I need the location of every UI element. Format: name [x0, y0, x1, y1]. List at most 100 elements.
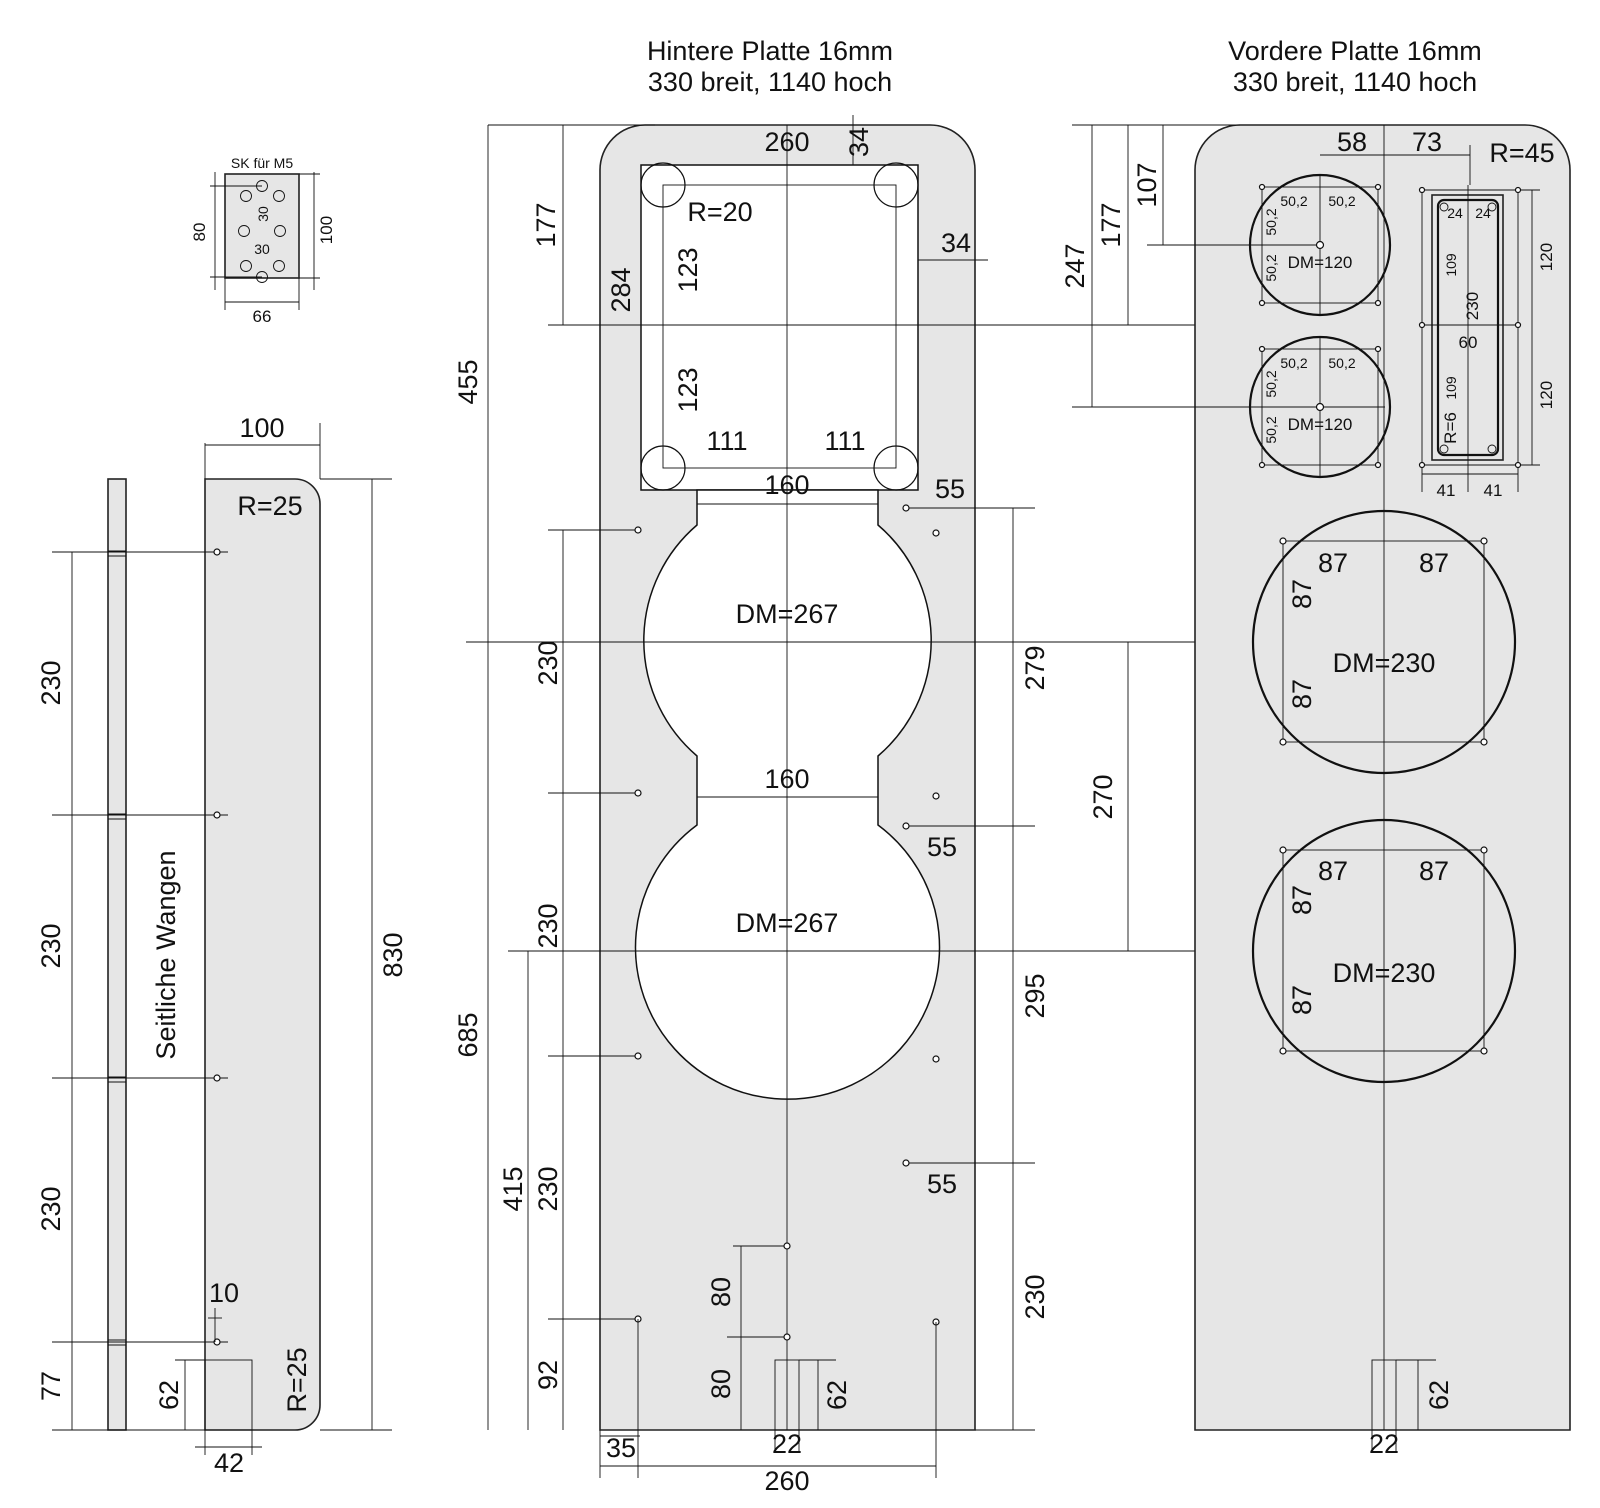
back-dim-55a: 55 [935, 474, 965, 504]
back-screw-hole [783, 1333, 791, 1341]
sk-plate [224, 173, 300, 279]
front-woofer2-87d: 87 [1287, 985, 1317, 1015]
back-dim-34-right: 34 [941, 228, 971, 258]
front-dim-247: 247 [1060, 243, 1090, 288]
side-radius-top: R=25 [237, 491, 302, 521]
front-plate-outline [1194, 124, 1571, 1431]
back-dim-284: 284 [606, 267, 636, 312]
front-radius-45: R=45 [1489, 138, 1554, 168]
back-dim-415: 415 [498, 1166, 528, 1211]
front-tw2-50c: 50,2 [1263, 370, 1279, 397]
back-terminal-cutout [640, 164, 919, 491]
front-woofer2-87c: 87 [1287, 885, 1317, 915]
front-slot-r6: R=6 [1441, 412, 1460, 444]
sk-hole [240, 190, 252, 202]
sk-dim-100: 100 [317, 216, 336, 244]
side-screw-hole [213, 1074, 221, 1082]
front-dim-107: 107 [1132, 162, 1162, 207]
front-slot-41b: 41 [1484, 481, 1503, 500]
front-foot-cutout [1371, 1359, 1397, 1431]
front-dim-58: 58 [1337, 127, 1367, 157]
front-woofer-hole-2 [1251, 818, 1517, 1084]
front-woofer2-87b: 87 [1419, 856, 1449, 886]
back-dim-92: 92 [533, 1360, 563, 1390]
front-tw1-50c: 50,2 [1263, 208, 1279, 235]
front-slot-24a: 24 [1447, 205, 1463, 221]
back-dim-230c: 230 [533, 1166, 563, 1211]
side-dim-42: 42 [214, 1448, 244, 1478]
back-port-dm-2: DM=267 [736, 908, 839, 938]
front-woofer1-87b: 87 [1419, 548, 1449, 578]
front-dim-62: 62 [1424, 1380, 1454, 1410]
back-plate-drawing: 260 34 34 R=20 123 123 111 111 160 160 D… [453, 115, 1540, 1496]
side-panel-drawing: 100 R=25 830 230 230 230 77 Seitliche Wa… [36, 413, 408, 1478]
front-tw2-50a: 50,2 [1280, 355, 1307, 371]
back-dim-295: 295 [1020, 973, 1050, 1018]
front-slot-120a: 120 [1537, 243, 1556, 271]
side-foot-cutout [204, 1359, 253, 1431]
back-dim-160b: 160 [764, 764, 809, 794]
sk-hole [273, 190, 285, 202]
back-dim-160a: 160 [764, 470, 809, 500]
back-dim-260-top: 260 [764, 127, 809, 157]
front-slot-41a: 41 [1437, 481, 1456, 500]
back-dim-35: 35 [606, 1433, 636, 1463]
front-slot-109a: 109 [1443, 253, 1459, 277]
side-dim-10: 10 [209, 1278, 239, 1308]
front-woofer2-87a: 87 [1318, 856, 1348, 886]
back-dim-55c: 55 [927, 1169, 957, 1199]
back-dim-230b: 230 [533, 903, 563, 948]
front-plate-title: Vordere Platte 16mm 330 breit, 1140 hoch [1145, 36, 1565, 98]
front-slot-230: 230 [1463, 292, 1482, 320]
back-screw-hole [902, 1159, 910, 1167]
back-dim-111b: 111 [824, 426, 865, 456]
back-dim-62: 62 [822, 1380, 852, 1410]
front-woofer-dm-2: DM=230 [1333, 958, 1436, 988]
back-dim-260-bottom: 260 [764, 1466, 809, 1496]
back-dim-123b: 123 [673, 367, 703, 412]
front-dim-73: 73 [1412, 127, 1442, 157]
back-plate-title-line2: 330 breit, 1140 hoch [647, 67, 893, 97]
back-screw-hole [783, 1242, 791, 1250]
back-screw-hole [634, 1052, 642, 1060]
front-tw2-50d: 50,2 [1263, 416, 1279, 443]
front-dim-270: 270 [1088, 774, 1118, 819]
back-dim-22: 22 [772, 1429, 802, 1459]
back-radius-20: R=20 [687, 197, 752, 227]
sk-hole [273, 260, 285, 272]
back-plate-title: Hintere Platte 16mm 330 breit, 1140 hoch [560, 36, 980, 98]
back-dim-279: 279 [1020, 645, 1050, 690]
back-screw-hole [932, 529, 940, 537]
front-slot-109b: 109 [1443, 376, 1459, 400]
side-dim-230-3: 230 [36, 1186, 66, 1231]
front-dim-177: 177 [1096, 202, 1126, 247]
front-dim-22: 22 [1369, 1429, 1399, 1459]
sk-m5-detail: SK für M5 80 100 30 30 66 [190, 155, 336, 326]
front-slot-120b: 120 [1537, 381, 1556, 409]
back-foot-cutout [774, 1359, 800, 1431]
back-dim-230-right: 230 [1020, 1274, 1050, 1319]
sk-hole [238, 225, 250, 237]
front-plate-drawing: 58 73 R=45 107 177 247 270 50,2 50,2 50,… [1060, 124, 1571, 1459]
sk-hole [240, 260, 252, 272]
front-woofer-dm-1: DM=230 [1333, 648, 1436, 678]
back-dim-80b: 80 [706, 1369, 736, 1399]
back-dim-685: 685 [453, 1012, 483, 1057]
back-dim-111a: 111 [706, 426, 747, 456]
back-dim-123a: 123 [673, 247, 703, 292]
front-tw1-50d: 50,2 [1263, 254, 1279, 281]
front-tw1-50a: 50,2 [1280, 193, 1307, 209]
side-screw-hole [213, 811, 221, 819]
side-panel-face [204, 478, 321, 1431]
sk-hole [274, 225, 286, 237]
back-screw-hole [902, 822, 910, 830]
side-dim-100: 100 [239, 413, 284, 443]
back-screw-hole [932, 1055, 940, 1063]
back-dim-55b: 55 [927, 832, 957, 862]
back-dim-34-top: 34 [844, 127, 874, 157]
front-woofer1-87c: 87 [1287, 579, 1317, 609]
side-screw-hole [213, 548, 221, 556]
sk-dim-66: 66 [253, 307, 272, 326]
front-slot-24b: 24 [1475, 205, 1491, 221]
back-cutout-inner-frame [662, 184, 897, 469]
